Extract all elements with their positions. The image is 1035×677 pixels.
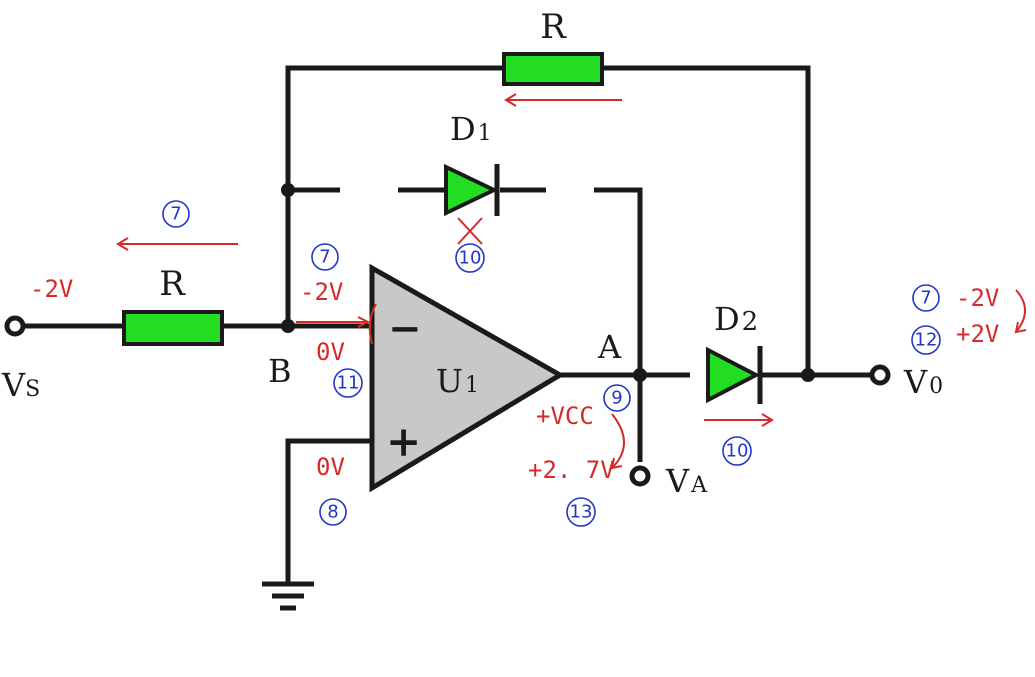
- step-marker-12: 12: [911, 325, 941, 355]
- label-u1: U1: [436, 362, 479, 400]
- svg-text:11: 11: [337, 373, 360, 394]
- annotation-vs-voltage: -2V: [30, 275, 73, 303]
- diode-d1: [444, 163, 500, 217]
- opamp-minus-sign: −: [388, 305, 422, 352]
- terminal-vs: [4, 315, 26, 337]
- label-node-a: A: [597, 328, 622, 366]
- junction-dot: [633, 368, 647, 382]
- label-d1: D1: [450, 110, 492, 148]
- svg-text:7: 7: [920, 288, 931, 309]
- label-d2: D2: [714, 300, 758, 338]
- label-r-feedback: R: [540, 7, 567, 47]
- wire-plus-to-ground: [285, 438, 372, 583]
- label-node-b: B: [268, 352, 292, 390]
- step-marker-11: 11: [333, 368, 363, 398]
- opamp-plus-sign: +: [386, 417, 421, 466]
- annotation-vcc: +VCC: [536, 402, 594, 430]
- step-marker-7: 7: [311, 243, 339, 271]
- resistor-r-feedback: [502, 52, 604, 86]
- step-marker-10: 10: [722, 436, 752, 466]
- svg-text:12: 12: [915, 330, 938, 351]
- svg-text:9: 9: [611, 388, 622, 409]
- label-va: VA: [665, 462, 708, 500]
- current-arrows: [116, 93, 1027, 470]
- svg-text:13: 13: [570, 502, 593, 523]
- label-vo: V0: [903, 363, 943, 401]
- label-r-input: R: [159, 264, 186, 304]
- svg-text:7: 7: [319, 247, 330, 268]
- annotation-vo-positive: +2V: [956, 320, 999, 348]
- svg-text:8: 8: [327, 502, 338, 523]
- wire-feedback-right: [602, 65, 811, 375]
- annotation-b-zero: 0V: [316, 338, 345, 366]
- svg-text:7: 7: [170, 204, 181, 225]
- step-marker-9: 9: [603, 384, 631, 412]
- step-marker-10: 10: [455, 243, 485, 273]
- terminal-va: [629, 465, 651, 487]
- opamp-u1: [369, 263, 565, 493]
- label-vs: VS: [1, 366, 40, 404]
- terminal-vo: [869, 364, 891, 386]
- wire-feedback-left: [285, 65, 502, 190]
- junction-dot: [801, 368, 815, 382]
- step-marker-7: 7: [162, 200, 190, 228]
- junction-dot: [281, 319, 295, 333]
- ground-symbol: [262, 581, 314, 611]
- wires: [22, 65, 876, 583]
- resistor-r-input: [122, 310, 224, 346]
- annotation-va-voltage: +2. 7V: [528, 456, 615, 484]
- step-marker-7: 7: [912, 284, 940, 312]
- step-marker-13: 13: [566, 497, 596, 527]
- svg-text:10: 10: [459, 248, 482, 269]
- annotation-vo-negative: -2V: [956, 284, 999, 312]
- annotation-plus-zero: 0V: [316, 453, 345, 481]
- annotation-b-voltage: -2V: [300, 278, 343, 306]
- svg-text:10: 10: [726, 441, 749, 462]
- diode-d2: [706, 346, 763, 404]
- step-marker-8: 8: [319, 498, 347, 526]
- junction-dot: [281, 183, 295, 197]
